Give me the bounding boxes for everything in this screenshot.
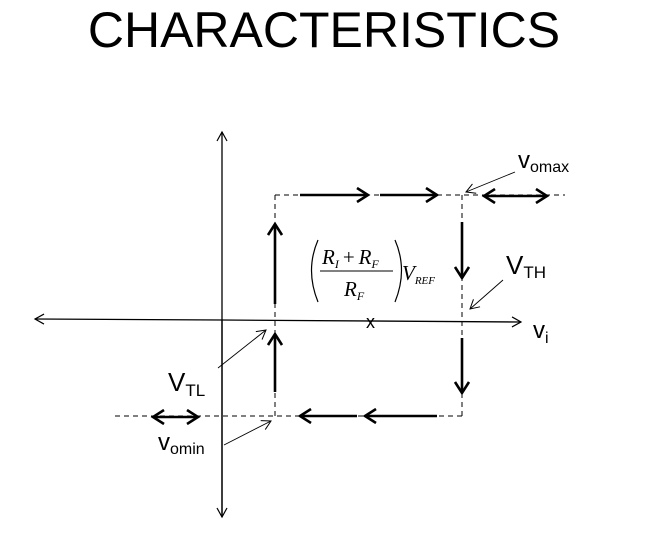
formula-numerator: RI+RF: [321, 245, 380, 271]
x-axis: [221, 316, 523, 328]
vomax-label: vomax: [518, 147, 569, 176]
page-title: CHARACTERISTICS: [87, 2, 561, 58]
threshold-formula: RI+RF RF VREF: [310, 239, 435, 303]
x-axis-left: [33, 313, 223, 325]
vth-label: VTH: [506, 250, 546, 282]
vth-pointer: [469, 279, 504, 310]
formula-right-paren: [394, 239, 403, 303]
vi-label: vi: [533, 317, 549, 347]
vtl-pointer: [217, 329, 267, 369]
vomin-label: vomin: [158, 429, 205, 458]
formula-vref: VREF: [402, 261, 435, 287]
formula-denominator: RF: [343, 277, 365, 303]
formula-left-paren: [310, 239, 319, 303]
vomax-pointer: [465, 171, 516, 194]
vtl-label: VTL: [168, 367, 205, 400]
center-mark: x: [366, 312, 375, 332]
vomin-pointer: [223, 420, 272, 446]
